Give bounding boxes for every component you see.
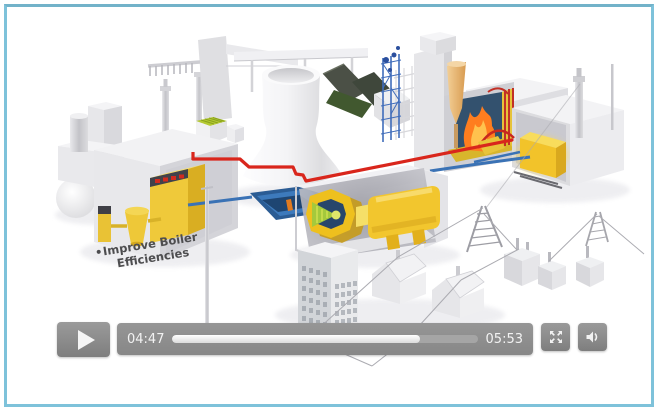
cooling-tower — [243, 65, 341, 187]
boiler-house — [94, 129, 238, 260]
transformer-building — [473, 64, 624, 189]
office-windows — [302, 266, 327, 327]
ash-hopper — [125, 210, 149, 244]
progress-fill — [172, 335, 420, 343]
progress-bar-container: 04:47 05:53 — [117, 323, 533, 355]
transformer-box — [520, 138, 556, 178]
house — [432, 266, 485, 318]
volume-button[interactable] — [578, 323, 607, 351]
fullscreen-expand-icon — [549, 331, 562, 343]
blue-pipe-lattice — [380, 54, 402, 142]
scaffold-structure — [380, 46, 423, 142]
overhead-conveyor — [233, 48, 369, 92]
house — [372, 250, 427, 304]
annotation-bullet: • — [94, 245, 103, 260]
play-button[interactable] — [57, 322, 110, 357]
transmission-grid — [307, 83, 645, 367]
storage-sphere — [56, 178, 96, 218]
current-time: 04:47 — [127, 331, 165, 347]
duration: 05:53 — [485, 331, 523, 347]
turbine-rotor — [312, 202, 336, 227]
power-lines — [307, 83, 645, 367]
seek-bar[interactable] — [172, 335, 478, 343]
chimney-stacks — [160, 72, 204, 148]
light-mast — [205, 186, 209, 334]
lattice-tower — [466, 205, 503, 253]
fullscreen-button[interactable] — [541, 323, 570, 351]
play-icon — [77, 329, 95, 350]
steam-pipe — [191, 138, 514, 183]
turbine-hall — [295, 165, 448, 263]
pump — [286, 199, 293, 211]
speaker-icon — [586, 331, 598, 343]
city-buildings — [200, 186, 485, 341]
green-roof-building — [196, 117, 244, 144]
cyclone-separator — [447, 62, 466, 124]
hanging-hooks — [149, 63, 193, 76]
boiler-box — [150, 169, 188, 243]
substation-blocks — [504, 238, 604, 290]
